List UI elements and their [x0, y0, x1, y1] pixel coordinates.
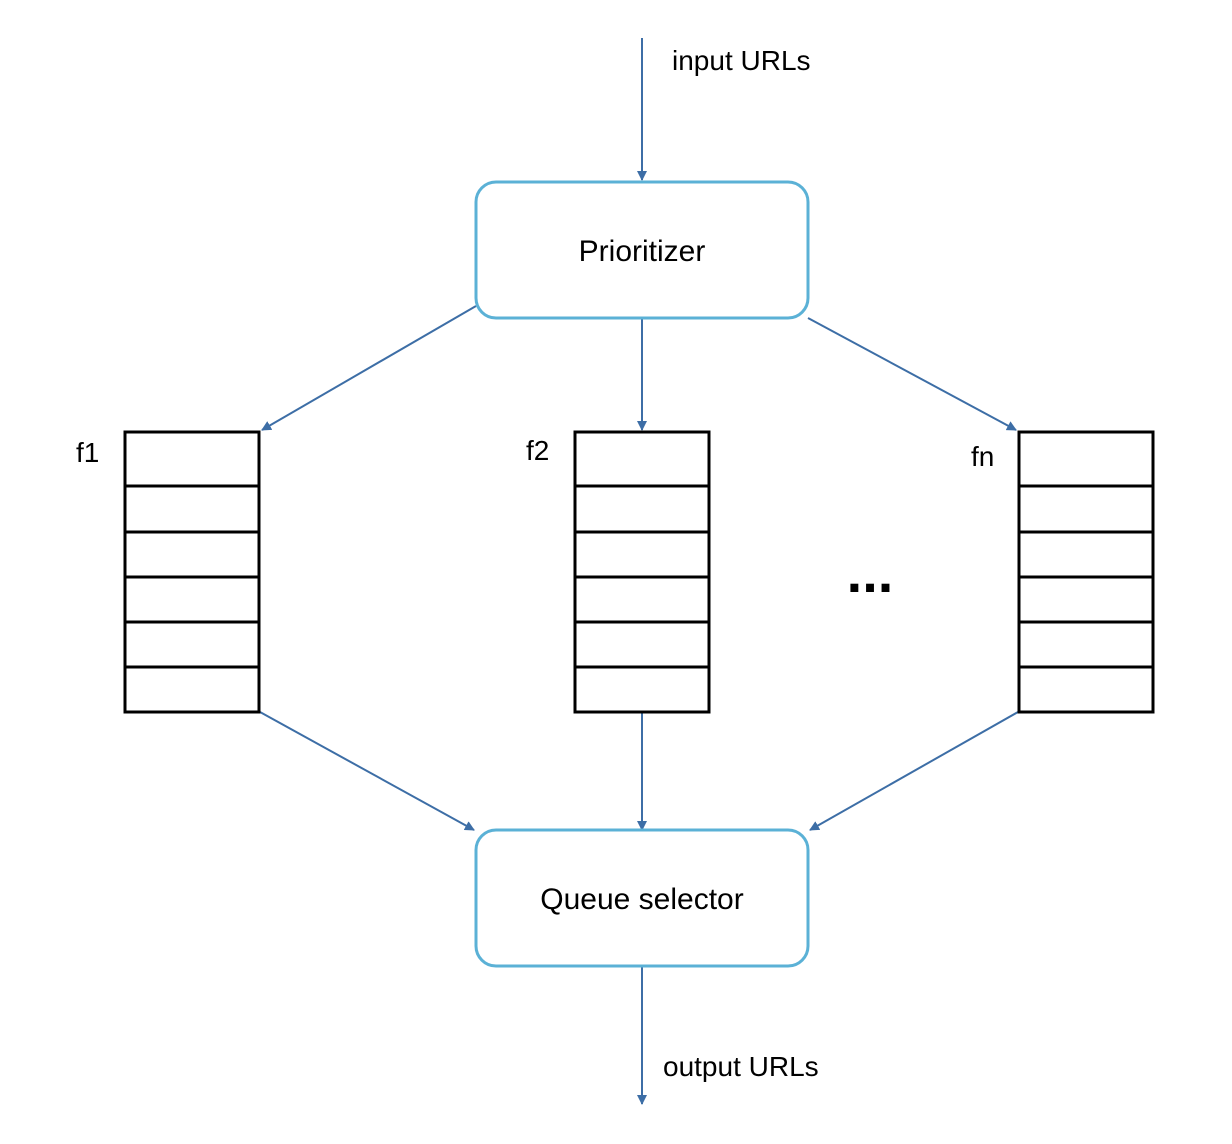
queue-selector-label: Queue selector — [540, 883, 743, 916]
prioritizer-box — [474, 180, 810, 320]
prioritizer-label: Prioritizer — [579, 235, 706, 268]
queue-label-f1: f1 — [76, 437, 99, 468]
input-urls-label: input URLs — [672, 45, 811, 76]
queue-fn: fn — [971, 430, 1155, 714]
queue-f1-slot-dividers — [125, 484, 259, 669]
prioritizer-node: Prioritizer — [474, 180, 810, 320]
edges — [259, 38, 1019, 1105]
queue-fn-frame — [1017, 430, 1155, 714]
output-urls-label: output URLs — [663, 1051, 819, 1082]
prioritizer-to-fn-arrow — [807, 317, 1017, 431]
queue-f1-frame — [123, 430, 261, 714]
queue-f1: f1 — [76, 430, 261, 714]
queue-f2-slot-dividers — [575, 484, 709, 669]
prioritizer-to-f1-arrow — [261, 305, 477, 431]
fn-to-selector-arrow — [809, 711, 1019, 831]
queue-label-f2: f2 — [526, 435, 549, 466]
queue-label-fn: fn — [971, 441, 994, 472]
queue-selector-node: Queue selector — [474, 828, 810, 968]
more-queues-ellipsis: ... — [847, 541, 894, 604]
queue-selector-box — [474, 828, 810, 968]
queue-f2: f2 — [526, 430, 711, 714]
queue-f2-frame — [573, 430, 711, 714]
f1-to-selector-arrow — [259, 711, 475, 831]
queue-fn-slot-dividers — [1019, 484, 1153, 669]
